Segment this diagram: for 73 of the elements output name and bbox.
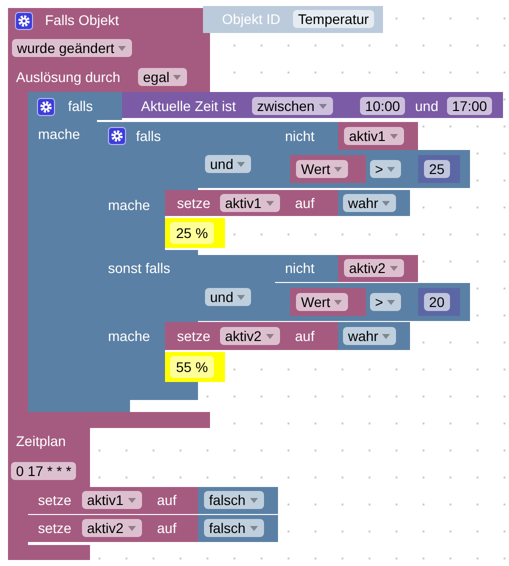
block-label: Objekt ID — [222, 10, 280, 28]
block-label: und — [415, 97, 438, 115]
block-label: Aktuelle Zeit ist — [141, 97, 236, 115]
block-label: falls — [136, 127, 161, 145]
dropdown-field: wahr — [343, 194, 396, 212]
block-label: Falls Objekt — [45, 11, 119, 29]
input-field: 17:00 — [447, 97, 492, 115]
dropdown-field: wahr — [343, 327, 396, 345]
block-label: setze — [38, 519, 72, 537]
block-label: Zeitplan — [16, 432, 66, 450]
statement-block — [165, 190, 340, 216]
block-label: auf — [157, 491, 176, 509]
block-label: auf — [157, 519, 176, 537]
input-field: 10:00 — [360, 97, 406, 115]
block-label: falls — [68, 97, 93, 115]
comment-text: 55 % — [170, 356, 214, 378]
dropdown-field: > — [370, 160, 402, 178]
input-field: 0 17 * * * — [11, 462, 76, 480]
dropdown-field: falsch — [204, 491, 264, 509]
value-block — [198, 487, 278, 514]
dropdown-field: aktiv2 — [344, 259, 404, 277]
statement-block — [28, 515, 198, 542]
logic-block — [198, 122, 275, 188]
compare-block — [275, 283, 470, 321]
not-block — [275, 122, 338, 150]
block-label: auf — [295, 194, 314, 212]
comment-text: 25 % — [170, 222, 214, 244]
dropdown-field: egal — [138, 68, 188, 86]
block-label: nicht — [285, 259, 315, 277]
value-block — [338, 322, 410, 350]
block-label: Auslösung durch — [16, 68, 120, 86]
dropdown-field: und — [205, 155, 252, 173]
input-field: 25 — [424, 160, 450, 178]
dropdown-field: wurde geändert — [12, 39, 132, 57]
value-block — [203, 6, 383, 33]
logic-block — [198, 255, 275, 321]
input-field: Temperatur — [293, 10, 374, 28]
block-label: auf — [295, 327, 314, 345]
dropdown-field: Wert — [296, 293, 348, 311]
block-label: mache — [108, 327, 150, 345]
variable-block — [338, 255, 418, 282]
block-label: setze — [177, 194, 210, 212]
dropdown-field: > — [370, 293, 402, 311]
value-block — [198, 515, 278, 542]
dropdown-field: falsch — [204, 519, 264, 537]
number-block — [418, 288, 460, 316]
dropdown-field: aktiv2 — [82, 519, 142, 537]
dropdown-field: Wert — [296, 160, 348, 178]
dropdown-field: aktiv2 — [220, 327, 280, 345]
variable-block — [290, 288, 366, 316]
statement-block — [28, 487, 198, 514]
comment-note — [165, 218, 225, 248]
dropdown-field: zwischen — [252, 97, 333, 115]
block-label: nicht — [285, 127, 315, 145]
block-label: mache — [38, 125, 80, 143]
dropdown-field: aktiv1 — [82, 491, 142, 509]
comment-note — [165, 352, 225, 382]
variable-block — [338, 122, 418, 150]
value-block — [338, 190, 410, 216]
variable-block — [290, 155, 366, 183]
dropdown-field: aktiv1 — [344, 127, 404, 145]
block-label: sonst falls — [108, 259, 170, 277]
not-block — [275, 255, 338, 282]
dropdown-field: und — [205, 288, 252, 306]
block-label: setze — [177, 327, 210, 345]
block-label: setze — [38, 491, 72, 509]
input-field: 20 — [424, 293, 450, 311]
statement-block — [165, 322, 340, 350]
compare-block — [275, 150, 470, 188]
time-condition-block — [122, 92, 503, 118]
dropdown-field: aktiv1 — [220, 194, 280, 212]
number-block — [418, 155, 460, 183]
block-label: mache — [108, 196, 150, 214]
